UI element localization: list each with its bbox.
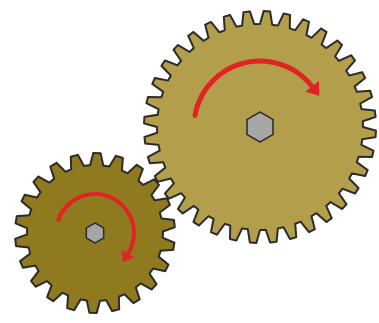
small-gear	[15, 153, 175, 313]
large-gear-hexagon-axle-icon	[247, 112, 273, 142]
large-gear	[144, 11, 376, 243]
small-gear-hexagon-axle-icon	[86, 223, 103, 243]
